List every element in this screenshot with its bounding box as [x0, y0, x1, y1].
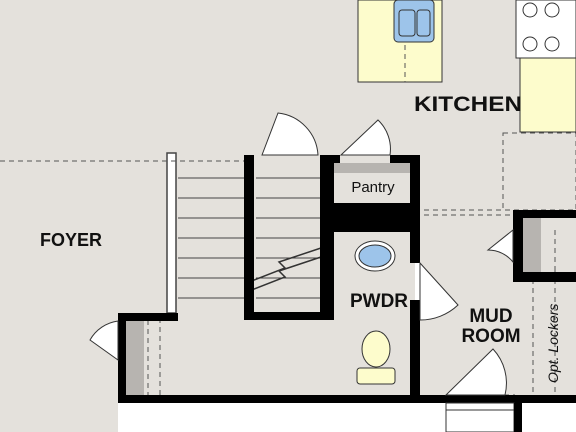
foyer-label: FOYER	[40, 230, 102, 250]
garage-threshold	[445, 402, 515, 432]
garage-wall	[514, 403, 522, 432]
lockers-note: Opt. Lockers	[545, 304, 561, 383]
pantry-shelf	[334, 163, 410, 173]
stair-treads	[178, 177, 325, 299]
stair-handrail	[166, 152, 177, 314]
mud-room-label-line2: ROOM	[461, 326, 520, 347]
toilet-tank	[356, 367, 396, 385]
stair-break-line	[248, 246, 325, 292]
foyer-closet-shelf	[126, 321, 144, 395]
doors	[89, 112, 514, 396]
sink-right-bowl	[416, 9, 431, 37]
powder-room-label: PWDR	[350, 291, 408, 312]
pantry-label: Pantry	[351, 179, 395, 196]
mudroom-closet-shelf	[523, 218, 541, 272]
kitchen-label: KITCHEN	[414, 93, 522, 116]
toilet-bowl	[361, 330, 391, 368]
porch-floor	[0, 395, 118, 432]
sink-left-bowl	[398, 9, 416, 37]
mud-room-label-line1: MUD	[469, 306, 512, 327]
range-burners	[522, 2, 560, 52]
walls	[118, 155, 576, 403]
powder-sink-basin	[358, 244, 392, 268]
counter-cabinet	[502, 132, 576, 211]
